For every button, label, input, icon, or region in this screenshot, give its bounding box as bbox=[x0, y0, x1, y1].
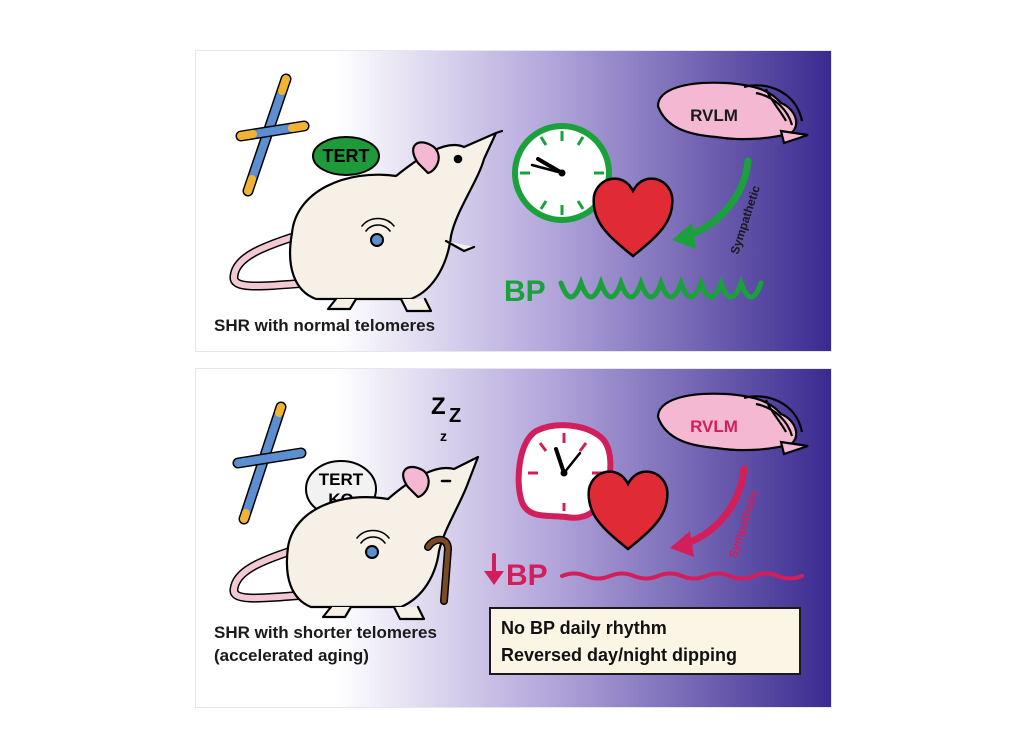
arrow-icon bbox=[672, 157, 752, 249]
arrow-icon bbox=[670, 465, 748, 557]
tert-label: TERT bbox=[323, 146, 370, 166]
panel-top-illustration: TERT bbox=[196, 51, 831, 351]
rvlm-label: RVLM bbox=[690, 106, 738, 125]
sleep-z-medium: Z bbox=[449, 405, 461, 427]
heart-icon bbox=[587, 470, 669, 551]
caption-line-2: (accelerated aging) bbox=[214, 646, 369, 665]
rvlm-label: RVLM bbox=[690, 417, 738, 436]
caption-line-1: SHR with shorter telomeres bbox=[214, 623, 437, 642]
outcome-line-1: No BP daily rhythm bbox=[501, 618, 667, 638]
bp-wave-icon bbox=[558, 275, 764, 300]
brain-icon: RVLM bbox=[656, 392, 809, 456]
chromosome-icon bbox=[235, 73, 310, 197]
bp-label: BP bbox=[506, 559, 548, 592]
cane-icon bbox=[424, 535, 453, 605]
outcome-line-2: Reversed day/night dipping bbox=[501, 645, 738, 665]
panel-normal-telomeres: TERT bbox=[195, 50, 832, 352]
bp-label: BP bbox=[504, 275, 546, 308]
heart-icon bbox=[592, 177, 674, 258]
outcome-box: No BP daily rhythm Reversed day/night di… bbox=[489, 607, 801, 675]
tert-ko-label-line1: TERT bbox=[319, 470, 364, 489]
down-arrow-icon bbox=[484, 553, 504, 585]
rat-icon bbox=[229, 129, 504, 313]
sleep-z-small: z bbox=[440, 428, 447, 444]
panel-shorter-telomeres: TERT KO Z Z z bbox=[195, 368, 832, 708]
brain-icon: RVLM bbox=[656, 81, 809, 145]
chromosome-icon bbox=[232, 401, 307, 525]
flat-bp-line-icon bbox=[560, 571, 804, 581]
caption-shorter-telomeres: SHR with shorter telomeres (accelerated … bbox=[214, 621, 437, 667]
sleep-z-large: Z bbox=[431, 393, 446, 420]
old-rat-icon bbox=[229, 455, 480, 621]
tert-gene-oval: TERT bbox=[312, 136, 380, 176]
clock-icon bbox=[512, 123, 612, 223]
caption-normal-telomeres: SHR with normal telomeres bbox=[214, 316, 436, 335]
